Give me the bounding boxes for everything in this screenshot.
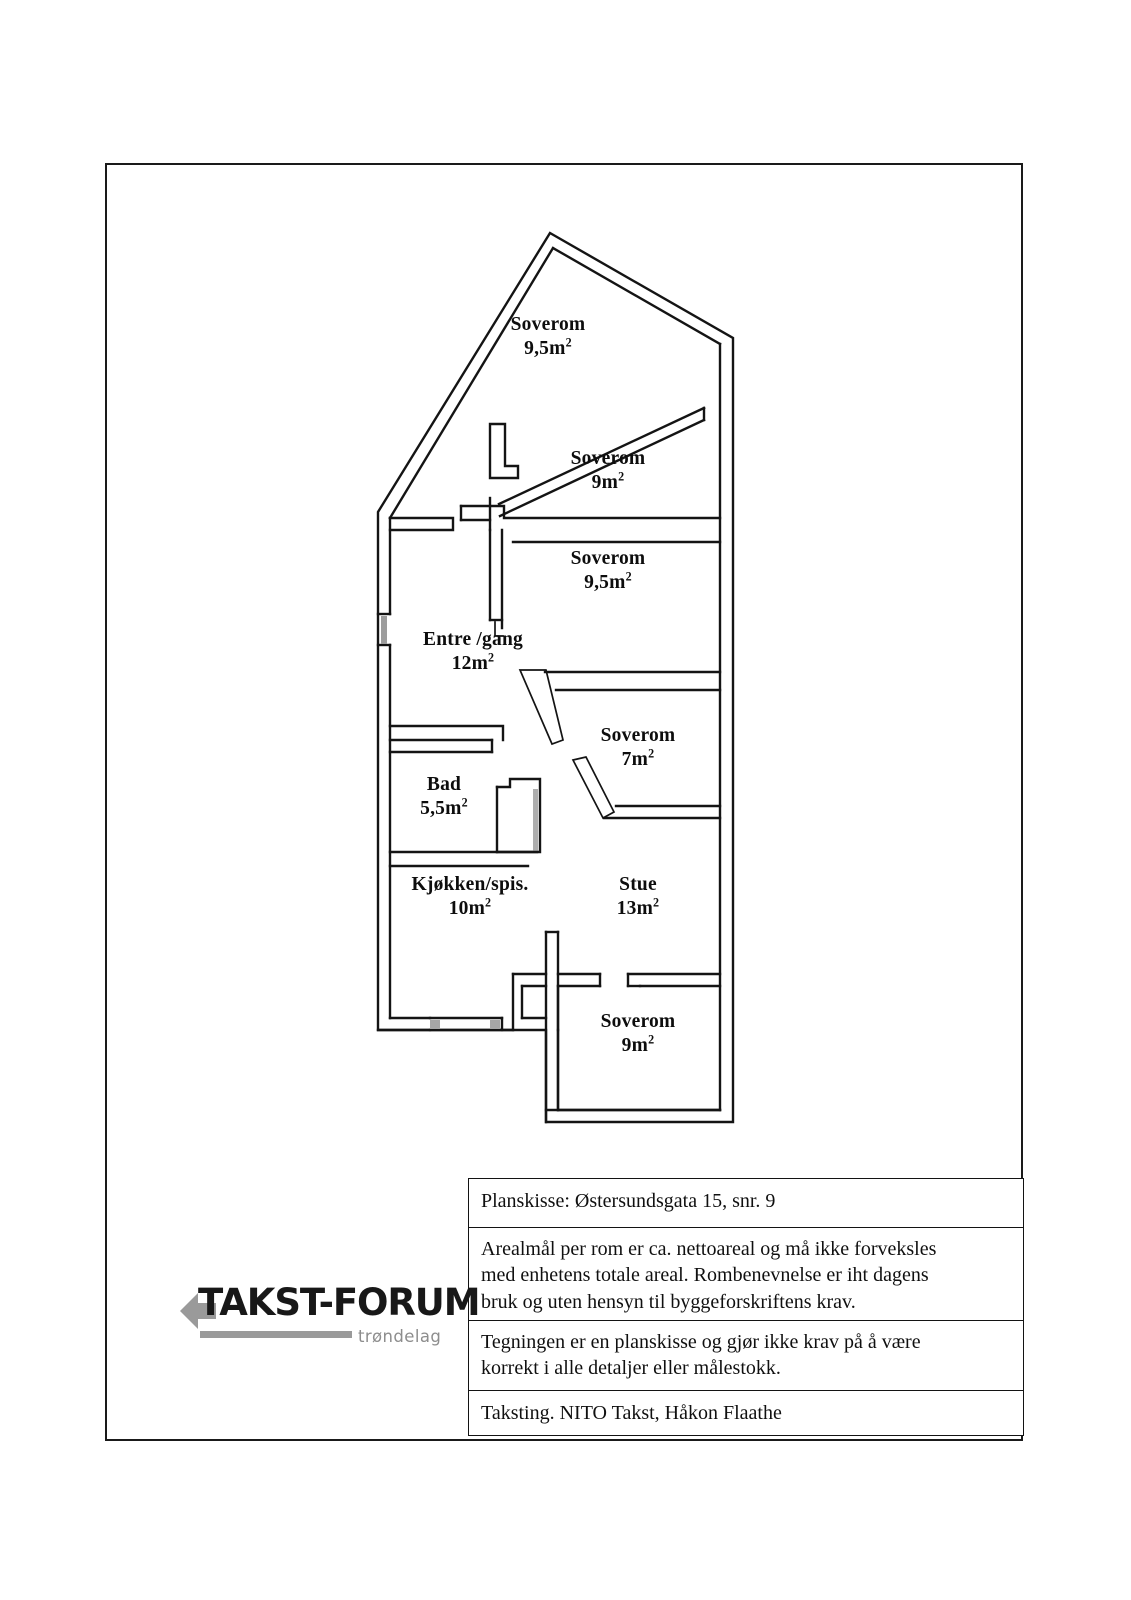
room-name: Soverom (600, 1011, 676, 1032)
room-label-entre-gang: Entre /gang 12m2 (378, 628, 568, 676)
room-area: 9,5m2 (524, 335, 572, 359)
room-area: 9m2 (591, 469, 625, 493)
room-name: Stue (619, 874, 657, 895)
appraiser-text: Taksting. NITO Takst, Håkon Flaathe (481, 1402, 782, 1424)
disclaimer-line-1: Tegningen er en planskisse og gjør ikke … (481, 1331, 921, 1353)
area-note-line-1: Arealmål per rom er ca. nettoareal og må… (481, 1238, 937, 1260)
room-area: 9m2 (621, 1032, 655, 1056)
room-label-bad: Bad 5,5m2 (382, 773, 506, 821)
room-name: Bad (426, 774, 462, 795)
room-name: Soverom (570, 448, 646, 469)
plan-title: Planskisse: Østersundsgata 15, snr. 9 (481, 1190, 776, 1212)
room-label-soverom-mid: Soverom 9,5m2 (528, 547, 688, 595)
room-label-soverom-bottom: Soverom 9m2 (562, 1010, 714, 1058)
info-row-area-note: Arealmål per rom er ca. nettoareal og må… (469, 1228, 1023, 1321)
area-note-line-3: bruk og uten hensyn til byggeforskriften… (481, 1290, 856, 1313)
logo-subtext: trøndelag (358, 1327, 442, 1346)
room-name: Soverom (570, 548, 646, 569)
room-area: 13m2 (616, 895, 660, 919)
logo-wordmark: TAKST-FORUM (198, 1281, 481, 1324)
room-area: 9,5m2 (584, 569, 632, 593)
info-table: Planskisse: Østersundsgata 15, snr. 9 Ar… (468, 1178, 1024, 1436)
room-area: 12m2 (451, 650, 495, 674)
room-label-kjokken-spis: Kjøkken/spis. 10m2 (382, 873, 558, 921)
room-name: Soverom (600, 725, 676, 746)
info-row-title: Planskisse: Østersundsgata 15, snr. 9 (469, 1179, 1023, 1228)
room-name: Soverom (510, 314, 586, 335)
room-name: Entre /gang (423, 629, 523, 650)
room-label-soverom-upper-mid: Soverom 9m2 (528, 447, 688, 495)
room-area: 10m2 (448, 895, 492, 919)
room-name: Kjøkken/spis. (411, 874, 529, 895)
room-label-soverom-top: Soverom 9,5m2 (468, 313, 628, 361)
info-row-disclaimer: Tegningen er en planskisse og gjør ikke … (469, 1321, 1023, 1391)
room-area: 5,5m2 (420, 795, 468, 819)
takst-forum-logo: TAKST-FORUM trøndelag (176, 1277, 481, 1363)
room-label-soverom-small: Soverom 7m2 (558, 724, 718, 772)
room-label-stue: Stue 13m2 (562, 873, 714, 921)
info-row-appraiser: Taksting. NITO Takst, Håkon Flaathe (469, 1391, 1023, 1436)
disclaimer-line-2: korrekt i alle detaljer eller målestokk. (481, 1357, 781, 1380)
room-area: 7m2 (621, 746, 655, 770)
area-note-line-2: med enhetens totale areal. Rombenevnelse… (481, 1264, 929, 1287)
house-arrow-icon (180, 1293, 352, 1338)
